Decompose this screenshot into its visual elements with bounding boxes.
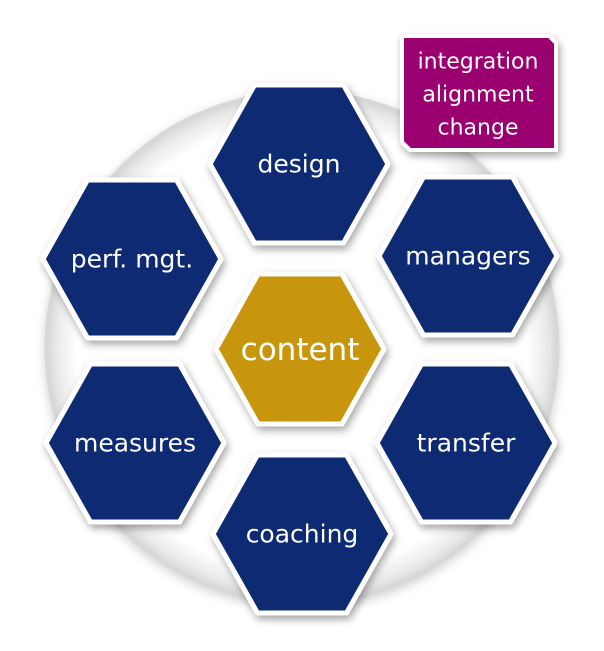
- hexagon-design: design: [207, 82, 391, 246]
- integration-tag: integration alignment change: [400, 34, 558, 152]
- hexagon-measures: measures: [43, 361, 227, 525]
- hexagon-managers-label: managers: [405, 242, 530, 271]
- integration-tag-shape: [400, 34, 558, 152]
- hexagon-coaching-shape: [210, 452, 394, 616]
- tag-line-integration: integration: [418, 50, 539, 75]
- hexagon-transfer-label: transfer: [417, 429, 516, 458]
- hexagon-content-shape: [213, 271, 387, 427]
- hexagon-managers-shape: [376, 174, 560, 338]
- hexagon-perf-mgt: perf. mgt.: [40, 177, 224, 341]
- hexagon-coaching: coaching: [210, 452, 394, 616]
- tag-line-alignment: alignment: [422, 83, 534, 108]
- hexagon-design-shape: [207, 82, 391, 246]
- hexagon-group: design managers transfer coaching measur…: [40, 82, 560, 616]
- hexagon-transfer-shape: [374, 361, 558, 525]
- hexagon-perf-mgt-label: perf. mgt.: [71, 245, 193, 274]
- hexagon-content: content: [213, 271, 387, 427]
- hexagon-measures-label: measures: [74, 429, 196, 458]
- hexagon-measures-shape: [43, 361, 227, 525]
- tag-line-change: change: [438, 116, 519, 141]
- hexagon-design-label: design: [258, 150, 341, 179]
- hexagon-perf-mgt-shape: [40, 177, 224, 341]
- hexagon-managers: managers: [376, 174, 560, 338]
- hexagon-content-label: content: [241, 332, 360, 368]
- hexagon-coaching-label: coaching: [246, 520, 359, 549]
- hexagon-transfer: transfer: [374, 361, 558, 525]
